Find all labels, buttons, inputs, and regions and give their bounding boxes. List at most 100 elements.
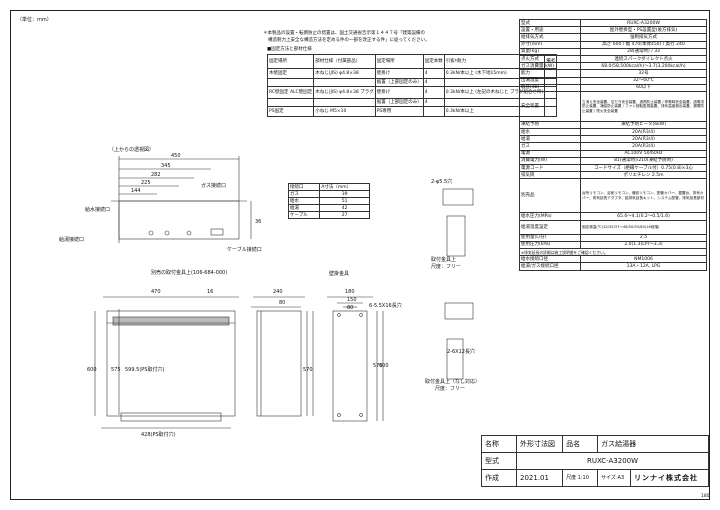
front-dim: 470 xyxy=(151,289,161,295)
made-label: 作成 xyxy=(481,469,517,487)
spec-value: 2.5 xyxy=(580,233,707,242)
unit-note: （単位：mm） xyxy=(17,17,52,23)
spec-key: 外寸(mm) xyxy=(519,40,581,49)
spec-key: 型式 xyxy=(519,18,581,28)
dim-cell: ケーブル xyxy=(287,211,321,219)
spec-key: 給水接続口径 xyxy=(519,255,581,264)
free-label-2: 尺度：フリー xyxy=(435,385,465,392)
spec-key: 電源 xyxy=(519,149,581,158)
spec-value: 32号 xyxy=(580,69,707,78)
top-dim-label: 282 xyxy=(151,172,161,178)
spec-value: 65.6〜4.1(0.2〜0.5/1.6) xyxy=(580,212,707,221)
holes-label: 6-5.5X16長穴 xyxy=(369,302,402,309)
spec-value: RUXC-A3200W xyxy=(580,18,707,28)
notice-line-1: ＊本製品の設置・転倒防止の措置は、国土交通省告示第１４４７号「建築設備の xyxy=(263,31,425,36)
holes-label-3: 2-φ5.5穴 xyxy=(431,178,452,185)
drawing-sheet: （単位：mm） ＊本製品の設置・転倒防止の措置は、国土交通省告示第１４４７号「建… xyxy=(10,10,710,500)
spec-value: AC100V 50/60Hz xyxy=(580,149,707,158)
bracket-label: 取付金具上 xyxy=(431,256,456,263)
spec-value: 2.0(1.3(LP)〜3.3) xyxy=(580,240,707,249)
hot-label: 給湯接続口 xyxy=(59,236,84,243)
date: 2021.01 xyxy=(515,469,564,487)
spec-value: 連続スパークダイレクト点火 xyxy=(580,54,707,64)
cable-port xyxy=(210,228,224,236)
bracket-dim: 80 xyxy=(347,305,353,311)
spec-value: 凍結予防ヒータ(6kW) xyxy=(580,120,707,130)
spec-key: 騒音(dB) xyxy=(519,83,581,92)
company-name: リンナイ株式会社 xyxy=(630,469,709,487)
spec-key: 消費電力(W) xyxy=(519,156,581,166)
fix-cell xyxy=(422,106,445,117)
spec-value: コードサイズ（絶縁ケーブル付）0.75(0.8)×3心 xyxy=(580,163,707,173)
title-block: 名称 外形寸法図 品名 ガス給湯器 型式 RUXC-A3200W 作成 2021… xyxy=(481,435,709,487)
size-label: サイズ A3 xyxy=(597,469,632,487)
bracket-position-label: 別売の取付金具上(106-684-000) xyxy=(151,269,227,276)
top-view-label: （上からの透視図） xyxy=(109,146,154,153)
top-dim-label: 345 xyxy=(161,163,171,169)
wall-bracket-label: 壁掛金具 xyxy=(329,270,349,277)
bottom-fittings xyxy=(120,412,222,422)
spec-key: 使用量(L/分) xyxy=(519,233,581,242)
front-dim: 600 xyxy=(87,367,97,373)
notice-line-2: 構造耐力上安全な構造方法を定める件の一部を改正する件」に従ってください。 xyxy=(268,38,430,43)
scale-label: 尺度 1:10 xyxy=(562,469,599,487)
side-dim: 80 xyxy=(279,300,285,306)
hot-port xyxy=(164,230,170,236)
spec-key: ガス xyxy=(519,142,581,151)
product-value: ガス給湯器 xyxy=(597,435,709,453)
top-bracket-side xyxy=(446,215,466,257)
top-dim-label: 225 xyxy=(141,180,151,186)
spec-value: 台所リモコン、浴室リモコン、増設リモコン、配管カバー、据置台、排気カバー、排気延… xyxy=(580,178,707,214)
spec-key: 給水圧力(MPa) xyxy=(519,212,581,221)
technical-drawing: 450 345 282 225 144 36 （上からの透視図） ガス接続口 給… xyxy=(59,146,480,438)
spec-key: 給水 xyxy=(519,128,581,137)
bracket-dim: 600 xyxy=(379,363,389,369)
name-label: 名称 xyxy=(481,435,517,453)
spec-value: 68.0(58,500kcal/h)〜3.7(3,200kcal/h) xyxy=(580,62,707,71)
front-dim: 575 xyxy=(111,367,121,373)
top-dim-label: 450 xyxy=(171,153,181,159)
top-dim-label: 36 xyxy=(255,219,261,225)
spec-key: 排気筒 xyxy=(519,171,581,180)
free-label: 尺度：フリー xyxy=(431,263,461,270)
spec-value: 立消え安全装置、空だき安全装置、過熱防止装置 / 停電時安全装置、過電流防止装置… xyxy=(580,90,707,122)
spec-value: 13A・12A, LPG xyxy=(580,262,707,271)
spec-value: 固定湯温(℃)32/35/37〜48/50/55/60(16段階) xyxy=(580,219,707,235)
spec-value: 強制排気方式 xyxy=(580,33,707,42)
top-dim-label: 144 xyxy=(131,188,141,194)
spec-value: 60以下 xyxy=(580,83,707,92)
spec-value: 32〜60℃ xyxy=(580,76,707,85)
spec-value: 屋外壁掛型・PS設置型(後方排気) xyxy=(580,26,707,35)
side-dim: 570 xyxy=(303,367,313,373)
spec-key: 質量(kg) xyxy=(519,47,581,56)
wall-bracket-outline xyxy=(332,310,368,422)
bracket-dim: 570 xyxy=(373,363,383,369)
spec-key: 給排気方式 xyxy=(519,33,581,42)
name-value: 外形寸法図 xyxy=(515,435,564,453)
side-view-outline xyxy=(256,310,302,417)
front-dim: 16 xyxy=(207,289,213,295)
spec-key: 給湯/ガス接続口径 xyxy=(519,262,581,271)
model-value: RUXC-A3200W xyxy=(516,452,709,470)
spec-key: 凍結予防 xyxy=(519,120,581,130)
fix-cell: PS固定 xyxy=(266,106,315,117)
bracket-below-label: 取付金具上（なし対応） xyxy=(425,378,480,385)
spec-value: 28(通常時) / 33 xyxy=(580,47,707,56)
product-label: 品名 xyxy=(562,435,599,453)
spec-key: 能力 xyxy=(519,69,581,78)
notice-table-caption: ■固定方法と部材仕様 xyxy=(267,47,312,52)
spec-key: ガス消費量(kW) xyxy=(519,62,581,71)
spec-key: 設置・用途 xyxy=(519,26,581,35)
front-dim: 599.5(PS取付穴) xyxy=(125,366,164,373)
spec-value: NM1006 xyxy=(580,255,707,264)
spec-key: 別売品 xyxy=(519,178,581,214)
spec-note: ※排気延長の詳細は施工説明書をご確認ください。 xyxy=(519,247,707,257)
spec-key: 安全装置 xyxy=(519,90,581,122)
spec-key: 点火方式 xyxy=(519,54,581,64)
holes-label-2: 2-6X12長穴 xyxy=(447,348,475,355)
top-bracket-outline xyxy=(442,188,474,206)
spec-value: 20A(R3/4) xyxy=(580,135,707,144)
spec-key: 出湯温度 xyxy=(519,76,581,85)
